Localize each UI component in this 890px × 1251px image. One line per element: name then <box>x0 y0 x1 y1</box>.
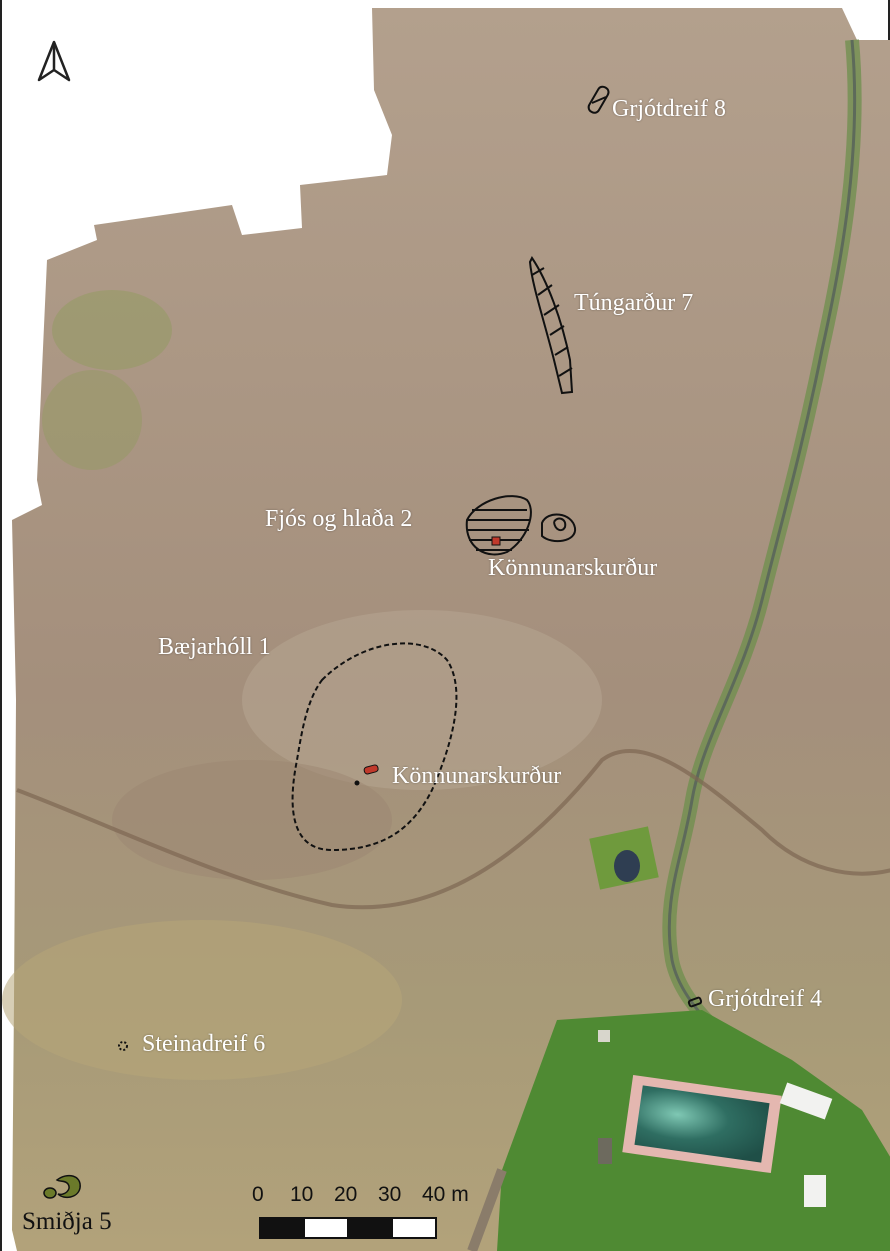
pool <box>634 1085 770 1163</box>
building-roof <box>598 1030 610 1042</box>
legend-smidja-5: Smiðja 5 <box>22 1208 112 1235</box>
pond <box>614 850 640 882</box>
road <box>467 1168 507 1251</box>
label-baejarholl-1: Bæjarhóll 1 <box>158 634 271 660</box>
steinadreif-6-outline <box>118 1041 128 1051</box>
label-konnunarskurdur-1: Könnunarskurður <box>488 555 658 581</box>
building-roof <box>804 1175 826 1207</box>
ground-patch <box>242 610 602 790</box>
ground-patch <box>112 760 392 880</box>
scale-tick: 40 m <box>422 1183 469 1206</box>
label-tungardur-7: Túngarður 7 <box>574 290 694 316</box>
survey-point <box>354 780 360 786</box>
vegetation-patch <box>42 370 142 470</box>
grjotdreif-8-outline <box>587 85 610 114</box>
baejarholl-1-outline <box>291 642 458 852</box>
scale-bar <box>259 1217 437 1239</box>
grjotdreif-4-outline <box>687 996 703 1008</box>
scale-tick: 30 <box>378 1183 402 1206</box>
trench-marker <box>363 764 379 775</box>
label-grjotdreif-8: Grjótdreif 8 <box>612 96 726 122</box>
building-roof <box>779 1082 833 1120</box>
scale-tick: 20 <box>334 1183 358 1206</box>
trench-marker <box>491 536 501 546</box>
scale-tick: 0 <box>252 1183 264 1206</box>
label-konnunarskurdur-2: Könnunarskurður <box>392 763 562 789</box>
scale-tick: 10 <box>290 1183 314 1206</box>
label-fjos-og-hlada-2: Fjós og hlaða 2 <box>265 506 413 532</box>
vegetation-patch <box>52 290 172 370</box>
track <box>16 748 890 910</box>
north-arrow-icon <box>37 40 71 82</box>
smidja-legend-icon <box>43 1174 81 1199</box>
ground-patch <box>2 920 402 1080</box>
label-steinadreif-6: Steinadreif 6 <box>142 1031 266 1057</box>
building-roof <box>598 1138 612 1164</box>
label-grjotdreif-4: Grjótdreif 4 <box>708 986 822 1012</box>
tungardur-7-outline <box>528 256 574 395</box>
